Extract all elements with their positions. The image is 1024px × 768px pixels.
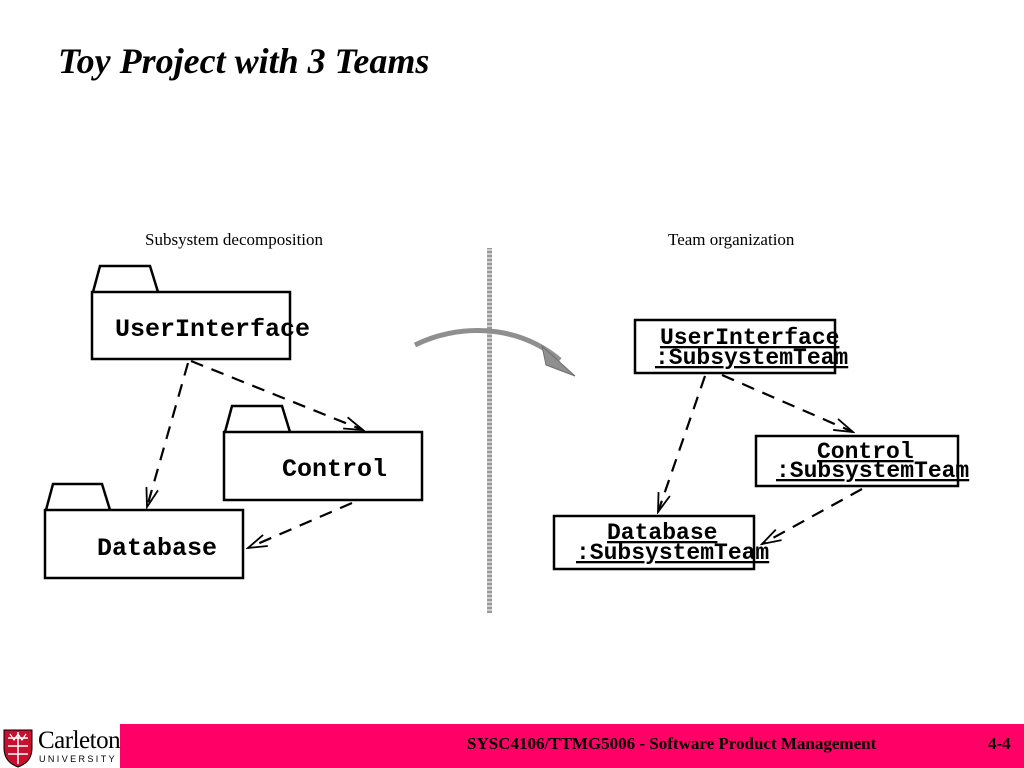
dependency-ui-to-control bbox=[190, 359, 363, 430]
package-database: Database bbox=[43, 482, 245, 580]
object-user-interface-name: UserInterface bbox=[660, 325, 839, 351]
team-organization-caption: Team organization bbox=[668, 230, 795, 249]
logo-wordmark: Carleton bbox=[38, 727, 121, 754]
package-control: Control bbox=[222, 404, 424, 502]
dependency-ui-to-database bbox=[147, 362, 190, 507]
object-control-type: :SubsystemTeam bbox=[776, 458, 969, 484]
course-title: SYSC4106/TTMG5006 - Software Product Man… bbox=[467, 734, 877, 753]
transition-arrow bbox=[413, 328, 576, 377]
object-database-name: Database bbox=[607, 520, 717, 546]
object-control-team: Control :SubsystemTeam bbox=[754, 434, 969, 488]
object-database-team: Database :SubsystemTeam bbox=[552, 514, 769, 571]
subsystem-decomposition-caption: Subsystem decomposition bbox=[145, 230, 324, 249]
dependency-control-team-to-database-team bbox=[762, 488, 863, 544]
panel-divider bbox=[487, 248, 492, 613]
package-user-interface-label: UserInterface bbox=[115, 315, 310, 344]
object-user-interface-type: :SubsystemTeam bbox=[655, 345, 848, 371]
uml-diagram: UserInterface Control Database UserInter… bbox=[43, 264, 969, 580]
dependency-ui-team-to-control-team bbox=[721, 373, 853, 432]
package-user-interface: UserInterface bbox=[90, 264, 310, 361]
object-control-name: Control bbox=[817, 439, 914, 465]
package-control-label: Control bbox=[282, 455, 387, 484]
dependency-control-to-database bbox=[248, 501, 353, 548]
dependency-ui-team-to-database-team bbox=[656, 375, 707, 512]
package-database-label: Database bbox=[97, 534, 217, 563]
carleton-logo bbox=[3, 729, 33, 768]
object-user-interface-team: UserInterface :SubsystemTeam bbox=[633, 318, 848, 375]
page-number: 4-4 bbox=[988, 734, 1011, 753]
slide-title: Toy Project with 3 Teams bbox=[58, 41, 430, 81]
footer-bar bbox=[120, 724, 1024, 768]
logo-subtitle: UNIVERSITY bbox=[39, 754, 118, 764]
shield-icon bbox=[3, 729, 33, 768]
object-database-type: :SubsystemTeam bbox=[576, 540, 769, 566]
